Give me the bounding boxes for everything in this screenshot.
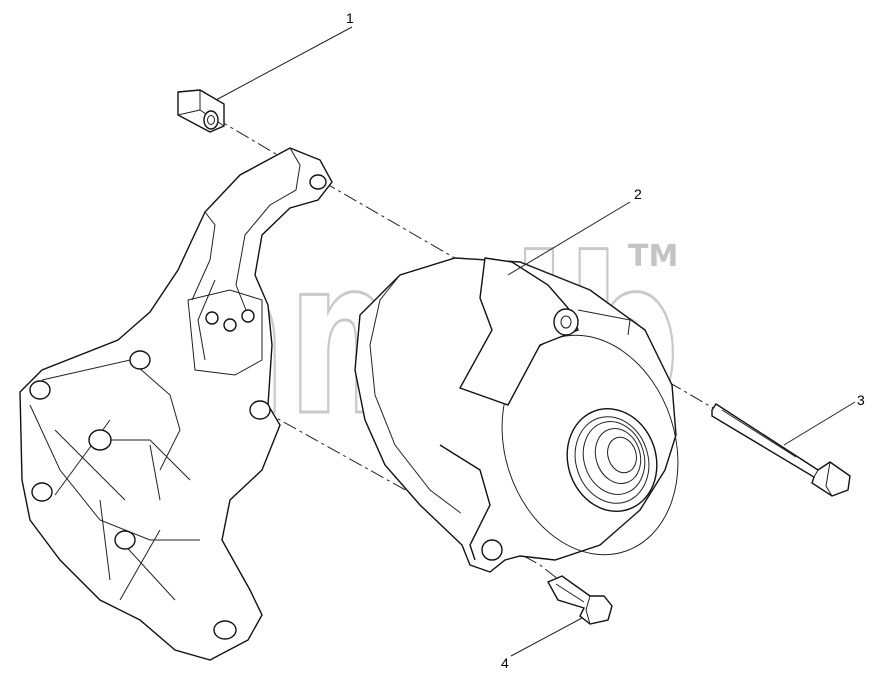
alternator xyxy=(354,257,679,573)
short-flange-bolt xyxy=(547,575,613,625)
callout-2: 2 xyxy=(634,186,642,202)
leader-lines xyxy=(215,26,856,657)
callout-3: 3 xyxy=(857,392,865,408)
callout-4: 4 xyxy=(501,655,509,671)
spacer-bushing xyxy=(177,89,225,133)
mounting-bracket xyxy=(19,147,333,661)
callout-1: 1 xyxy=(346,10,354,26)
long-bolt xyxy=(711,403,851,497)
watermark-trademark: TM xyxy=(628,239,678,274)
